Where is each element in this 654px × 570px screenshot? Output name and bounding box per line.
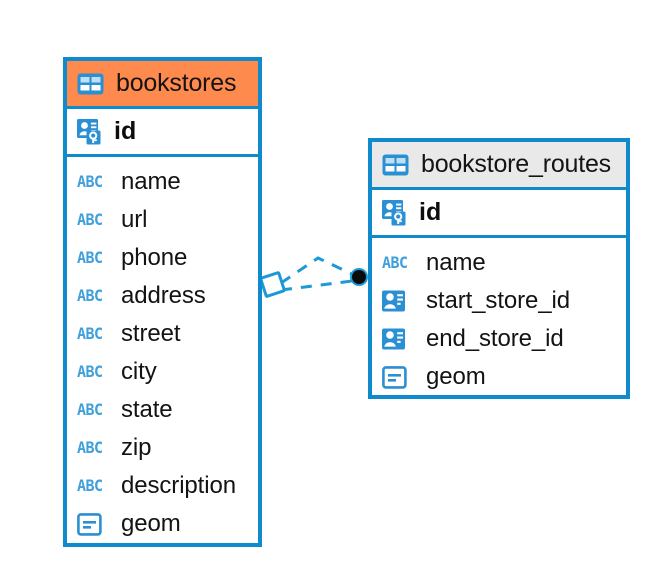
abc-text-icon: ABC (77, 400, 103, 419)
field-label: address (121, 282, 206, 309)
field-label: url (121, 206, 148, 233)
field-label: end_store_id (426, 325, 564, 352)
field-row-address[interactable]: ABC address (77, 277, 248, 315)
field-row-geom[interactable]: geom (77, 505, 248, 543)
relationship-line-upper (280, 256, 353, 285)
primary-key-icon (382, 199, 410, 226)
field-row-name[interactable]: ABC name (77, 163, 248, 201)
table-bookstores[interactable]: bookstores id (63, 57, 262, 547)
field-row-start-store-id[interactable]: start_store_id (382, 282, 616, 320)
field-row-state[interactable]: ABC state (77, 391, 248, 429)
field-label: street (121, 320, 181, 347)
abc-text-icon: ABC (382, 253, 408, 272)
table-header-bookstores[interactable]: bookstores (67, 61, 258, 109)
field-row-geom[interactable]: geom (382, 358, 616, 396)
primary-key-icon (77, 118, 105, 145)
field-label: name (426, 249, 486, 276)
field-row-name[interactable]: ABC name (382, 244, 616, 282)
abc-text-icon: ABC (77, 362, 103, 381)
field-label: geom (121, 510, 181, 537)
field-row-description[interactable]: ABC description (77, 467, 248, 505)
abc-text-icon: ABC (77, 324, 103, 343)
field-row-zip[interactable]: ABC zip (77, 429, 248, 467)
field-row-phone[interactable]: ABC phone (77, 239, 248, 277)
primary-key-label: id (419, 198, 442, 226)
diamond-outline-icon (259, 271, 286, 298)
field-label: state (121, 396, 173, 423)
table-title: bookstores (116, 69, 237, 97)
field-row-city[interactable]: ABC city (77, 353, 248, 391)
relationship-line-lower (280, 279, 353, 292)
field-label: geom (426, 363, 486, 390)
table-icon (382, 154, 409, 176)
field-label: zip (121, 434, 152, 461)
abc-text-icon: ABC (77, 438, 103, 457)
abc-text-icon: ABC (77, 210, 103, 229)
abc-text-icon: ABC (77, 286, 103, 305)
geometry-icon (382, 365, 416, 389)
field-list-bookstore-routes: ABC name start_store_id (372, 238, 626, 404)
abc-text-icon: ABC (77, 172, 103, 191)
table-header-bookstore-routes[interactable]: bookstore_routes (372, 142, 626, 190)
foreign-key-icon (382, 290, 416, 312)
field-row-end-store-id[interactable]: end_store_id (382, 320, 616, 358)
table-title: bookstore_routes (421, 150, 611, 178)
abc-text-icon: ABC (77, 476, 103, 495)
primary-key-row-bookstore-routes[interactable]: id (372, 190, 626, 238)
field-list-bookstores: ABC name ABC url ABC phone ABC address A… (67, 157, 258, 551)
field-label: phone (121, 244, 188, 271)
primary-key-label: id (114, 117, 137, 145)
foreign-key-icon (382, 328, 416, 350)
field-label: name (121, 168, 181, 195)
table-icon (77, 73, 104, 95)
geometry-icon (77, 512, 111, 536)
table-bookstore-routes[interactable]: bookstore_routes id (368, 138, 630, 399)
field-label: start_store_id (426, 287, 571, 314)
field-row-street[interactable]: ABC street (77, 315, 248, 353)
filled-circle-node-icon (350, 268, 368, 286)
abc-text-icon: ABC (77, 248, 103, 267)
primary-key-row-bookstores[interactable]: id (67, 109, 258, 157)
field-label: city (121, 358, 157, 385)
field-row-url[interactable]: ABC url (77, 201, 248, 239)
field-label: description (121, 472, 236, 499)
